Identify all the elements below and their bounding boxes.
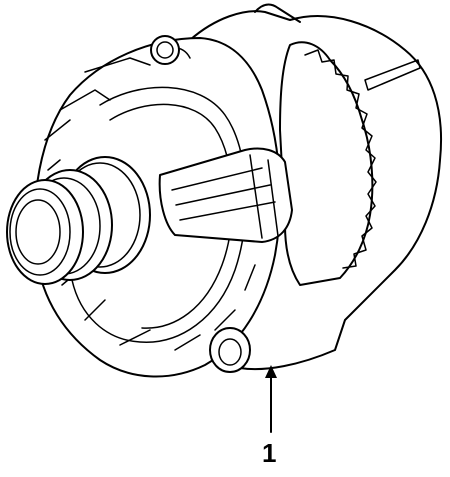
lower-mount-boss	[209, 327, 251, 373]
top-boss	[150, 35, 180, 65]
pulley	[6, 156, 151, 285]
alternator-icon	[6, 3, 443, 378]
mounting-ear-top	[254, 3, 301, 23]
callout-leader	[265, 365, 277, 433]
callout-number-1: 1	[262, 438, 277, 468]
callout-arrowhead	[265, 365, 277, 378]
stator-fins	[304, 49, 377, 269]
front-inner-ring	[71, 86, 247, 343]
regulator-ribs	[171, 154, 279, 239]
top-boss-inner	[156, 41, 174, 59]
rear-slot	[364, 59, 421, 91]
stator-ring	[279, 41, 374, 286]
